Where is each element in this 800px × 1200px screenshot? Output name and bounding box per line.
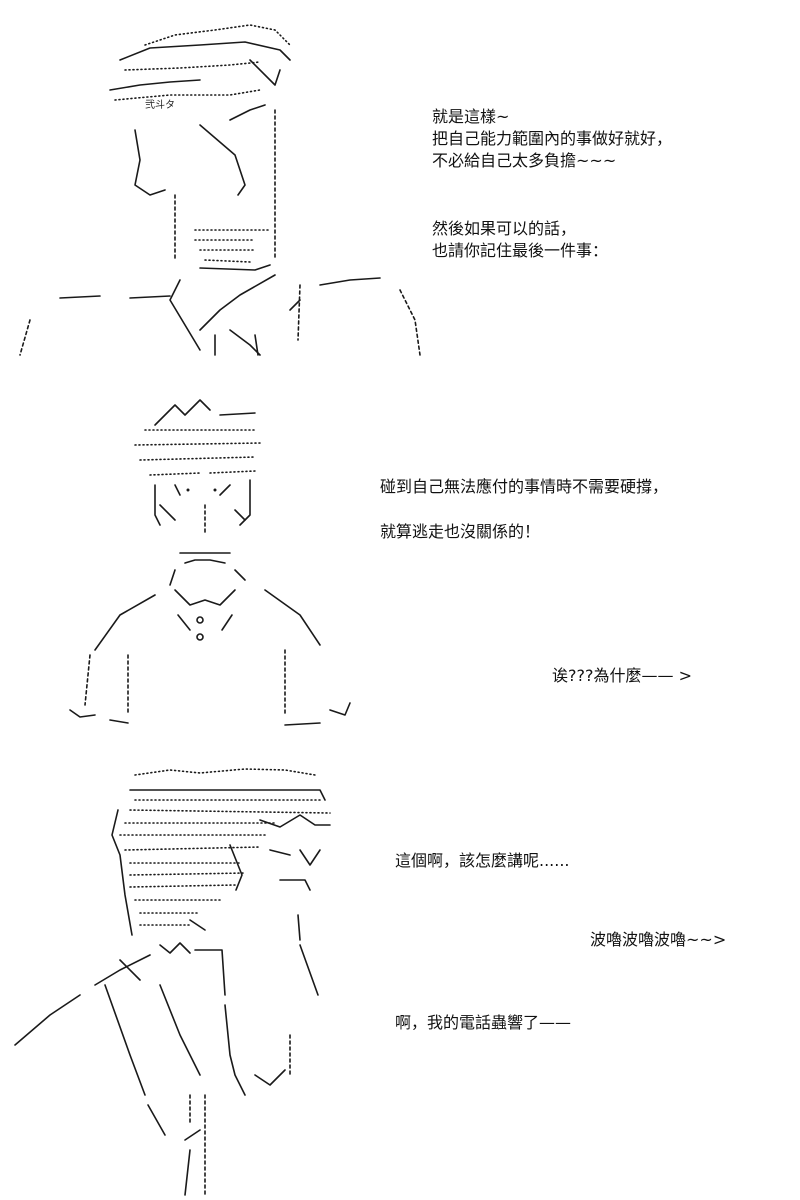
panel-1-ascii-art-figure xyxy=(19,24,421,356)
panel-2-ascii-art-figure xyxy=(69,399,351,726)
dialogue-line: 就是這樣~ xyxy=(432,107,510,126)
dialogue-line: 诶???為什麼—— > xyxy=(552,666,692,685)
dialogue-line: 把自己能力範圍內的事做好就好， xyxy=(432,129,673,148)
panel-3: 這個啊，該怎麼講呢...... 波嚕波嚕波嚕~~> 啊，我的電話蟲響了—— xyxy=(0,755,800,1200)
panel-3-ascii-art-figure xyxy=(14,768,331,1196)
dialogue-line: 也請你記住最後一件事： xyxy=(432,241,609,260)
dialogue-line: 啊，我的電話蟲響了—— xyxy=(395,1013,572,1032)
dialogue-line: 就算逃走也沒關係的！ xyxy=(380,522,541,541)
panel-2: 碰到自己無法應付的事情時不需要硬撐， 就算逃走也沒關係的！ 诶???為什麼—— … xyxy=(0,385,800,755)
dialogue-line: 不必給自己太多負擔~~~ xyxy=(432,151,617,170)
panel-1: 弐斗タ 就是這樣~ 把自己能力範圍內的事做好就好， 不必給自己太多負擔~~~ 然… xyxy=(0,0,800,385)
dialogue-line: 波嚕波嚕波嚕~~> xyxy=(590,930,727,949)
dialogue-line: 這個啊，該怎麼講呢...... xyxy=(395,851,570,870)
dialogue-line: 然後如果可以的話， xyxy=(432,219,577,238)
panel-1-art-text: 弐斗タ xyxy=(145,100,175,111)
dialogue-line: 碰到自己無法應付的事情時不需要硬撐， xyxy=(380,477,669,496)
